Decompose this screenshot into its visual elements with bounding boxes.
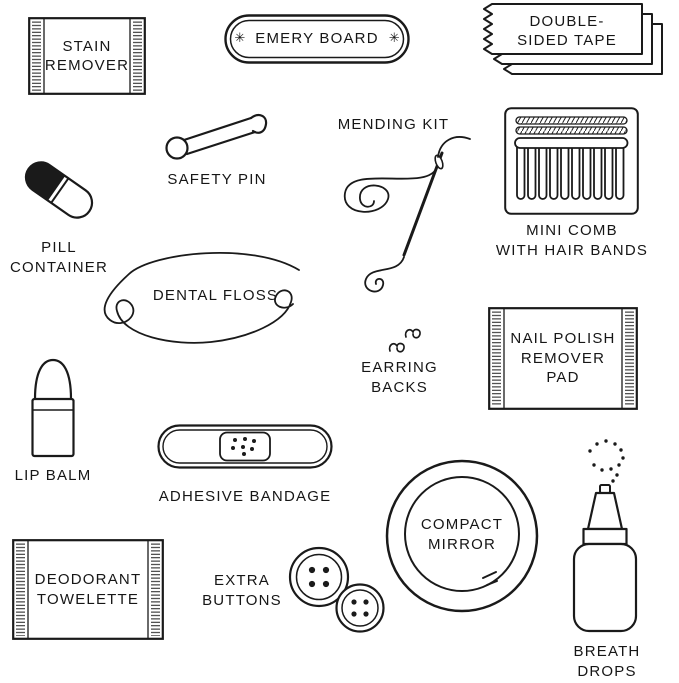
safety-pin-label: SAFETY PIN	[167, 171, 267, 188]
earring-backs-label: EARRING BACKS	[361, 359, 438, 396]
emery-board-icon	[224, 14, 410, 64]
safety-pin-icon	[165, 114, 268, 160]
sparkle-icon: ✳	[388, 30, 400, 45]
nail-polish-pad-packet-icon	[488, 307, 638, 410]
lip-balm-icon	[31, 358, 75, 458]
dental-floss-thread-icon	[103, 251, 300, 344]
double-sided-tape-icon	[483, 3, 663, 75]
pill-container-icon	[20, 156, 94, 219]
nail-polish-pad-label: NAIL POLISH REMOVER PAD	[510, 330, 616, 387]
breath-drops-bottle-icon	[572, 439, 638, 633]
pill-container-label: PILL CONTAINER	[9, 239, 109, 276]
double-sided-tape-label: DOUBLE- SIDED TAPE	[517, 12, 617, 50]
deodorant-towelette-label: DEODORANT TOWELETTE	[34, 571, 142, 608]
deodorant-towelette-packet-icon	[12, 539, 164, 640]
dental-floss-label: DENTAL FLOSS	[152, 287, 279, 304]
stain-remover-label: STAIN REMOVER	[44, 37, 130, 75]
mini-comb-icon	[504, 107, 639, 215]
lip-balm-label: LIP BALM	[14, 467, 92, 484]
compact-mirror-icon	[385, 459, 539, 613]
adhesive-bandage-label: ADHESIVE BANDAGE	[158, 488, 332, 505]
mending-kit-needle-thread-icon	[344, 136, 471, 293]
emery-board-label: EMERY BOARD	[255, 30, 379, 48]
breath-drops-label: BREATH DROPS	[573, 643, 641, 680]
mini-comb-label: MINI COMB WITH HAIR BANDS	[495, 222, 649, 259]
emery-board-overlay: ✳ EMERY BOARD ✳	[224, 14, 410, 64]
adhesive-bandage-icon	[157, 424, 333, 469]
stain-remover-packet-icon	[28, 17, 146, 95]
extra-buttons-label: EXTRA BUTTONS	[202, 572, 282, 609]
extra-buttons-icon	[288, 546, 385, 633]
earring-backs-icon	[388, 328, 421, 353]
compact-mirror-label: COMPACT MIRROR	[420, 516, 504, 553]
mending-kit-label: MENDING KIT	[337, 116, 450, 133]
sparkle-icon: ✳	[234, 30, 246, 45]
